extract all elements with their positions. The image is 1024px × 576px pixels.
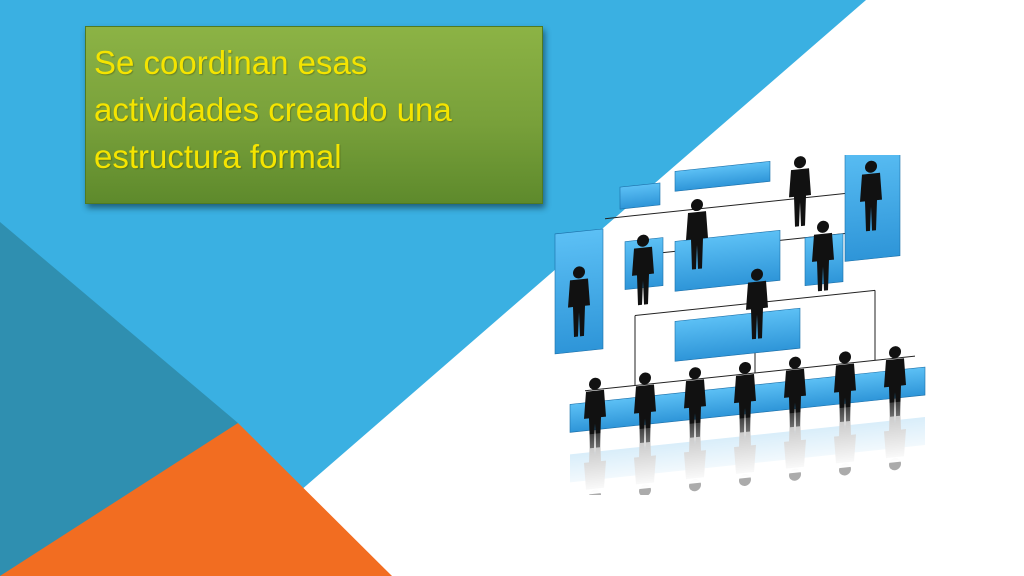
title-box: Se coordinan esas actividades creando un… (85, 26, 543, 204)
chart-box (674, 161, 771, 192)
chart-box (619, 182, 661, 210)
reflection-fade (545, 396, 945, 495)
person-icon (789, 155, 811, 228)
slide-title: Se coordinan esas actividades creando un… (94, 44, 452, 175)
orange-triangle (0, 423, 392, 576)
chart-box (674, 307, 801, 362)
org-chart-people-icon (545, 155, 945, 495)
